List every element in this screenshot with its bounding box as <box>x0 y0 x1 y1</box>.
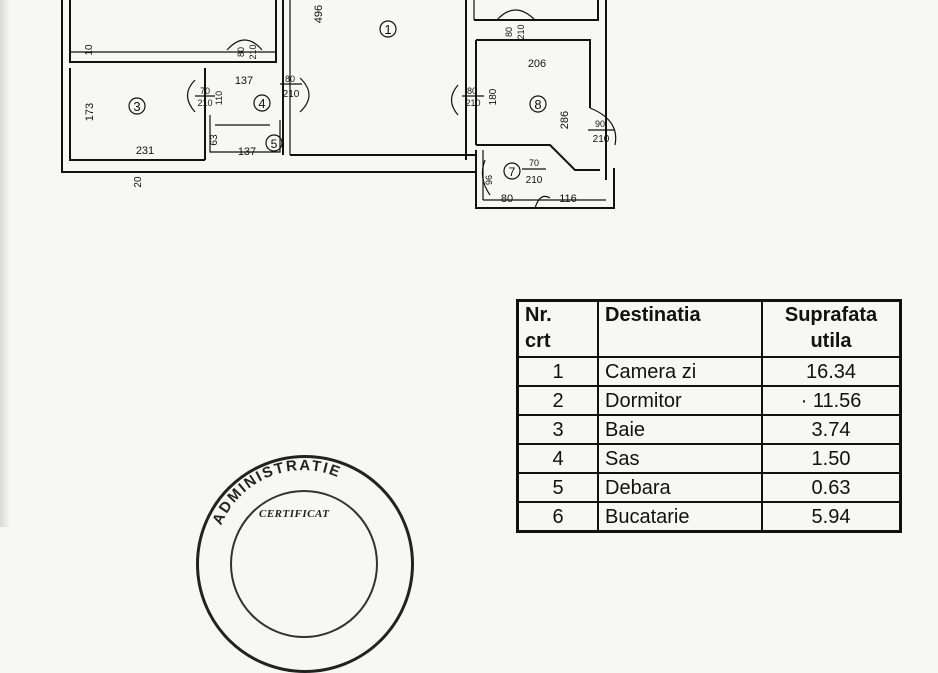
door-label-left-8: 80 210 <box>462 86 484 108</box>
row-nr: 4 <box>516 443 599 474</box>
svg-text:210: 210 <box>593 134 610 145</box>
table-row: 1 Camera zi 16.34 <box>516 356 902 387</box>
row-nr: 1 <box>516 356 599 387</box>
stamp-center-text: CERTIFICAT <box>259 508 330 520</box>
svg-text:70: 70 <box>529 158 539 168</box>
header-nr-crt: Nr.crt <box>516 299 599 358</box>
dim-10: 10 <box>84 44 95 56</box>
door-label-left-4: 70 210 110 <box>195 86 224 108</box>
dim-180: 180 <box>488 88 499 105</box>
svg-text:90: 90 <box>595 119 605 129</box>
dim-496: 496 <box>313 5 325 23</box>
svg-text:210: 210 <box>197 98 212 108</box>
room-number-5: 5 <box>265 134 283 152</box>
floor-plan: 1 3 4 5 7 8 496 10 173 231 137 137 63 20… <box>61 0 617 209</box>
table-row: 4 Sas 1.50 <box>516 443 902 474</box>
door-label-top-right: 80 210 <box>504 24 526 39</box>
svg-text:7: 7 <box>509 165 516 179</box>
svg-text:8: 8 <box>534 97 541 112</box>
dim-173: 173 <box>84 103 96 121</box>
dim-137-top: 137 <box>235 75 253 87</box>
row-destination: Debara <box>597 472 763 503</box>
svg-text:80: 80 <box>467 86 477 96</box>
row-area: 0.63 <box>761 472 902 503</box>
svg-text:210: 210 <box>283 89 300 100</box>
table-row: 5 Debara 0.63 <box>516 472 902 503</box>
dim-231: 231 <box>136 145 154 157</box>
door-label-right-8: 90 210 <box>588 119 614 145</box>
dim-80-bottom: 80 <box>501 193 513 205</box>
door-label-top-mid: 80 210 <box>236 44 258 59</box>
svg-text:3: 3 <box>133 99 140 114</box>
room-number-7: 7 <box>503 162 521 180</box>
row-destination: Sas <box>597 443 763 474</box>
page-edge-shadow <box>0 0 10 527</box>
door-label-right-4: 80 210 <box>280 74 302 100</box>
table-row: 2 Dormitor · 11.56 <box>516 385 902 416</box>
dim-96: 96 <box>484 175 494 185</box>
row-nr: 5 <box>516 472 599 503</box>
svg-text:1: 1 <box>384 22 391 37</box>
dim-206: 206 <box>528 58 546 70</box>
dim-137-bottom: 137 <box>238 146 256 158</box>
stamp-lettering: 'UL ADMINISTRATIE <box>202 457 342 527</box>
svg-text:4: 4 <box>258 96 265 111</box>
dim-63: 63 <box>209 134 220 146</box>
room-number-8: 8 <box>529 95 547 113</box>
row-area: 1.50 <box>761 443 902 474</box>
room-number-4: 4 <box>253 94 271 112</box>
row-destination: Dormitor <box>597 385 763 416</box>
dim-116: 116 <box>559 193 577 205</box>
svg-text:80: 80 <box>285 74 295 84</box>
svg-text:110: 110 <box>214 91 224 105</box>
dim-20: 20 <box>133 176 144 188</box>
svg-text:210: 210 <box>526 175 543 186</box>
svg-text:210: 210 <box>248 44 258 59</box>
row-destination: Baie <box>597 414 763 445</box>
table-row: 3 Baie 3.74 <box>516 414 902 445</box>
room-number-3: 3 <box>128 97 146 115</box>
door-label-7: 70 210 <box>522 158 546 186</box>
svg-text:210: 210 <box>465 98 480 108</box>
header-destinatia: Destinatia <box>597 299 763 358</box>
row-area: · 11.56 <box>761 385 902 416</box>
svg-text:80: 80 <box>504 27 514 37</box>
room-number-1: 1 <box>379 20 397 38</box>
svg-text:5: 5 <box>271 137 278 151</box>
plan-walls <box>61 0 617 209</box>
row-destination: Camera zi <box>597 356 763 387</box>
row-nr: 3 <box>516 414 599 445</box>
svg-text:210: 210 <box>516 24 526 39</box>
row-area: 16.34 <box>761 356 902 387</box>
svg-text:70: 70 <box>200 86 210 96</box>
row-nr: 2 <box>516 385 599 416</box>
row-area: 3.74 <box>761 414 902 445</box>
dim-286: 286 <box>559 111 571 129</box>
svg-text:80: 80 <box>236 47 246 57</box>
